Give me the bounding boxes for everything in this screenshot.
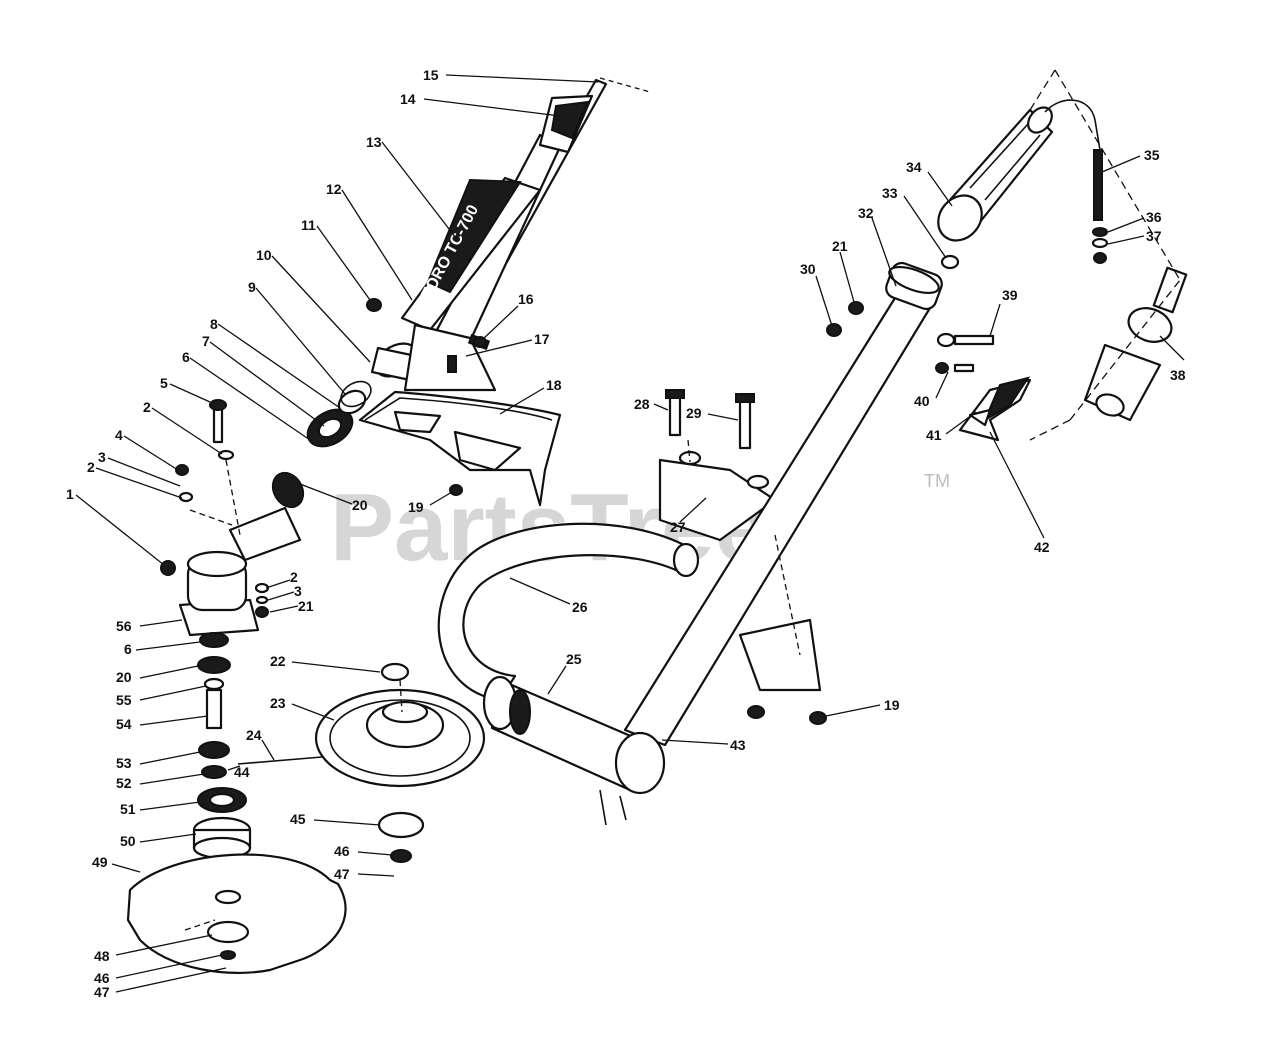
throttle-cable[interactable]: [1044, 99, 1109, 264]
callout-19-right: 19: [884, 697, 900, 713]
callout-47-upper: 47: [334, 866, 350, 882]
callout-5: 5: [160, 375, 168, 391]
callout-46-upper: 46: [334, 843, 350, 859]
callout-34: 34: [906, 159, 922, 175]
callout-48: 48: [94, 948, 110, 964]
callout-50: 50: [120, 833, 136, 849]
callout-33: 33: [882, 185, 898, 201]
callout-23: 23: [270, 695, 286, 711]
callout-11: 11: [301, 217, 316, 233]
callout-2-b: 2: [87, 459, 95, 475]
callout-47-lower: 47: [94, 984, 110, 1000]
callout-21-left: 21: [298, 598, 314, 614]
callout-39: 39: [1002, 287, 1018, 303]
throttle-grip[interactable]: [929, 103, 1056, 249]
callout-10: 10: [256, 247, 272, 263]
callout-18: 18: [546, 377, 562, 393]
callout-42: 42: [1034, 539, 1050, 555]
callout-32: 32: [858, 205, 874, 221]
upper-bearing-stack[interactable]: [301, 376, 375, 453]
trimmer-head[interactable]: [237, 662, 486, 863]
callout-25: 25: [566, 651, 582, 667]
callout-16: 16: [518, 291, 534, 307]
main-tube[interactable]: [623, 260, 945, 747]
callout-22: 22: [270, 653, 286, 669]
cutting-blade[interactable]: [126, 853, 347, 975]
callout-20-lower: 20: [116, 669, 132, 685]
loop-handle[interactable]: [437, 522, 700, 702]
callout-15: 15: [423, 67, 439, 83]
callout-52: 52: [116, 775, 132, 791]
callout-26: 26: [572, 599, 588, 615]
callout-6-lower: 6: [124, 641, 132, 657]
callout-2-c: 2: [290, 569, 298, 585]
callout-29: 29: [686, 405, 702, 421]
callout-38: 38: [1170, 367, 1186, 383]
shaft-clamp-bracket[interactable]: [403, 323, 497, 392]
callout-12: 12: [326, 181, 342, 197]
callout-21-right: 21: [832, 238, 848, 254]
callout-54: 54: [116, 716, 132, 732]
callout-40: 40: [914, 393, 930, 409]
callout-49: 49: [92, 854, 108, 870]
callout-8: 8: [210, 316, 218, 332]
clamp-bolts[interactable]: [665, 389, 755, 450]
callout-30: 30: [800, 261, 816, 277]
watermark-trademark: TM: [924, 471, 950, 491]
phantom-lines: [184, 69, 1181, 931]
callout-36: 36: [1146, 209, 1162, 225]
callout-20-upper: 20: [352, 497, 368, 513]
callout-1: 1: [66, 486, 74, 502]
callout-13: 13: [366, 134, 382, 150]
callout-45: 45: [290, 811, 306, 827]
callout-35: 35: [1144, 147, 1160, 163]
callout-55: 55: [116, 692, 132, 708]
callout-44: 44: [234, 764, 250, 780]
left-fasteners[interactable]: [175, 298, 487, 618]
callout-4: 4: [115, 427, 123, 443]
callout-6-upper: 6: [182, 349, 190, 365]
callout-41: 41: [926, 427, 942, 443]
callout-27: 27: [670, 519, 686, 535]
handle-clamp[interactable]: [658, 450, 777, 542]
callout-19-left: 19: [408, 499, 424, 515]
drive-shaft-tube[interactable]: TORO TC-700: [370, 78, 608, 384]
throttle-lever[interactable]: [935, 332, 1032, 442]
top-nuts[interactable]: [826, 254, 960, 337]
clutch-assembly[interactable]: [1083, 266, 1188, 422]
callout-9: 9: [248, 279, 256, 295]
rear-grip[interactable]: [482, 675, 666, 826]
spindle-stack[interactable]: [192, 632, 252, 860]
callout-43: 43: [730, 737, 746, 753]
callout-17: 17: [534, 331, 550, 347]
callout-3-a: 3: [98, 449, 106, 465]
callout-14: 14: [400, 91, 416, 107]
lower-tube-bracket[interactable]: [738, 618, 827, 725]
callout-46-lower: 46: [94, 970, 110, 986]
callout-28: 28: [634, 396, 650, 412]
callout-2-a: 2: [143, 399, 151, 415]
callout-7: 7: [202, 333, 210, 349]
callout-56: 56: [116, 618, 132, 634]
callout-51: 51: [120, 801, 136, 817]
callout-3-b: 3: [294, 583, 302, 599]
callout-37: 37: [1146, 228, 1162, 244]
callout-53: 53: [116, 755, 132, 771]
gearbox-housing[interactable]: [160, 467, 309, 637]
callouts: 15 14 13 12 11 10 9 8 7 6 5 2 4 3 2 1 16…: [66, 67, 1186, 1000]
callout-24: 24: [246, 727, 262, 743]
